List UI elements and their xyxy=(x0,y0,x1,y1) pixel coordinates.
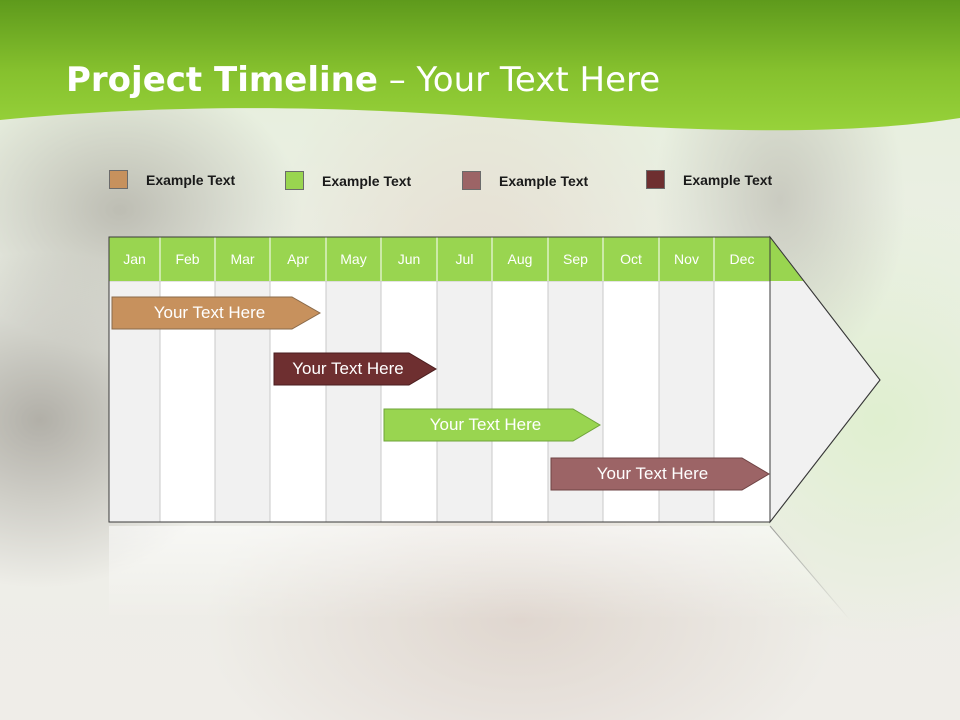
month-label-may: May xyxy=(340,251,367,267)
month-label-nov: Nov xyxy=(674,251,699,267)
month-label-oct: Oct xyxy=(620,251,642,267)
legend-swatch xyxy=(109,170,128,189)
month-column xyxy=(325,280,382,523)
task-bar xyxy=(111,296,322,330)
legend-item: Example Text xyxy=(109,170,235,189)
month-column xyxy=(491,280,549,523)
month-label-jul: Jul xyxy=(455,251,474,267)
legend-item: Example Text xyxy=(646,170,772,189)
header-banner: Project Timeline – Your Text Here xyxy=(0,0,960,140)
legend-swatch xyxy=(285,171,304,190)
month-label-sep: Sep xyxy=(563,251,588,267)
month-label-apr: Apr xyxy=(287,251,309,267)
month-band xyxy=(109,237,770,281)
legend-label: Example Text xyxy=(683,171,773,188)
month-label-feb: Feb xyxy=(175,251,200,267)
page-title: Project Timeline – Your Text Here xyxy=(66,60,660,100)
month-label-aug: Aug xyxy=(507,251,533,267)
task-label: Your Text Here xyxy=(292,359,404,378)
month-column xyxy=(380,280,438,523)
legend-label: Example Text xyxy=(499,172,589,189)
month-label-jun: Jun xyxy=(397,251,421,267)
task-bar xyxy=(273,352,437,386)
month-label-dec: Dec xyxy=(729,251,755,267)
task-bar xyxy=(550,457,770,491)
month-label-mar: Mar xyxy=(230,251,255,267)
task-label: Your Text Here xyxy=(429,415,542,434)
month-label-jan: Jan xyxy=(123,251,146,267)
task-label: Your Text Here xyxy=(153,303,266,322)
legend-label: Example Text xyxy=(146,171,236,188)
timeline-reflection xyxy=(109,526,850,620)
legend-swatch xyxy=(646,170,665,189)
title-rest: – Your Text Here xyxy=(377,60,661,100)
task-label: Your Text Here xyxy=(596,464,709,483)
legend-label: Example Text xyxy=(322,172,412,189)
legend-swatch xyxy=(462,171,481,190)
month-column xyxy=(436,280,493,523)
legend-item: Example Text xyxy=(285,171,411,190)
title-bold: Project Timeline xyxy=(66,60,378,100)
legend: Example Text Example Text Example Text E… xyxy=(0,168,960,198)
task-bar xyxy=(383,408,601,442)
legend-item: Example Text xyxy=(462,171,588,190)
